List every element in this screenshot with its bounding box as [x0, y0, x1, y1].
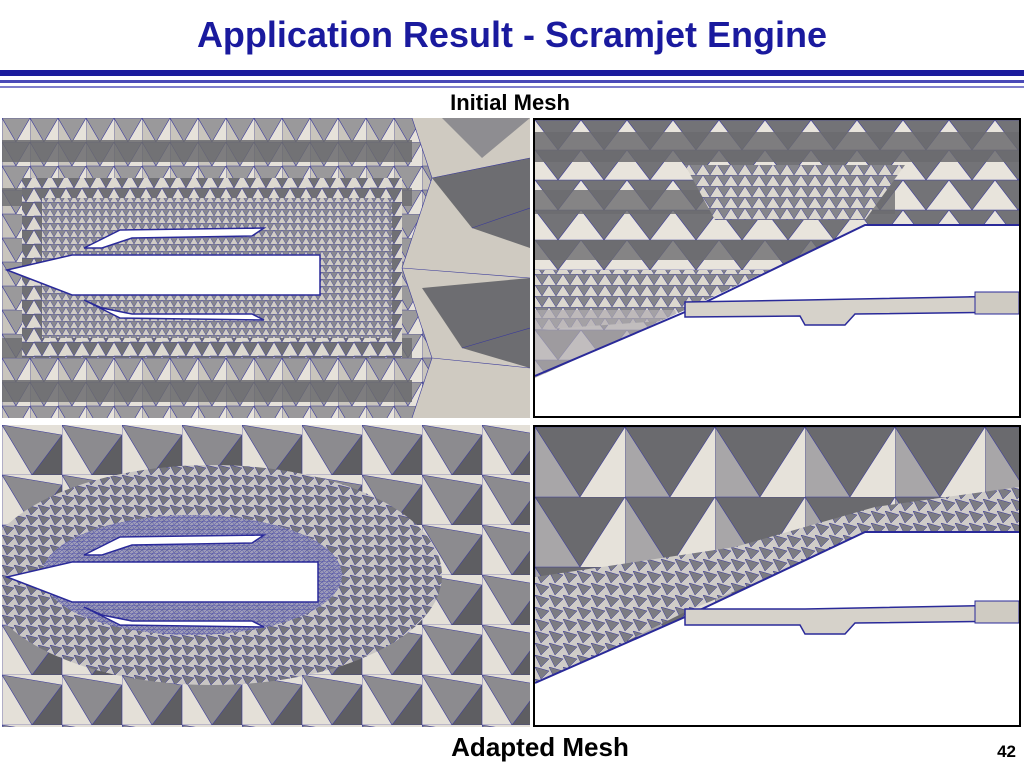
title-rule-thick — [0, 70, 1024, 76]
initial-mesh-full-svg — [2, 118, 530, 418]
adapted-mesh-full-svg — [2, 425, 530, 727]
title-rule-thin — [0, 86, 1024, 88]
adapted-mesh-label: Adapted Mesh — [451, 732, 629, 762]
title-rule-mid — [0, 80, 1024, 83]
adapted-mesh-full-view — [2, 425, 530, 727]
adapted-mesh-zoom-view — [533, 425, 1021, 727]
initial-mesh-zoom-view — [533, 118, 1021, 418]
slide-title: Application Result - Scramjet Engine — [196, 14, 828, 55]
initial-mesh-full-view — [2, 118, 530, 418]
initial-mesh-label: Initial Mesh — [450, 90, 570, 115]
adapted-mesh-zoom-svg — [535, 427, 1019, 725]
initial-mesh-zoom-svg — [535, 120, 1019, 416]
page-number: 42 — [997, 742, 1016, 761]
